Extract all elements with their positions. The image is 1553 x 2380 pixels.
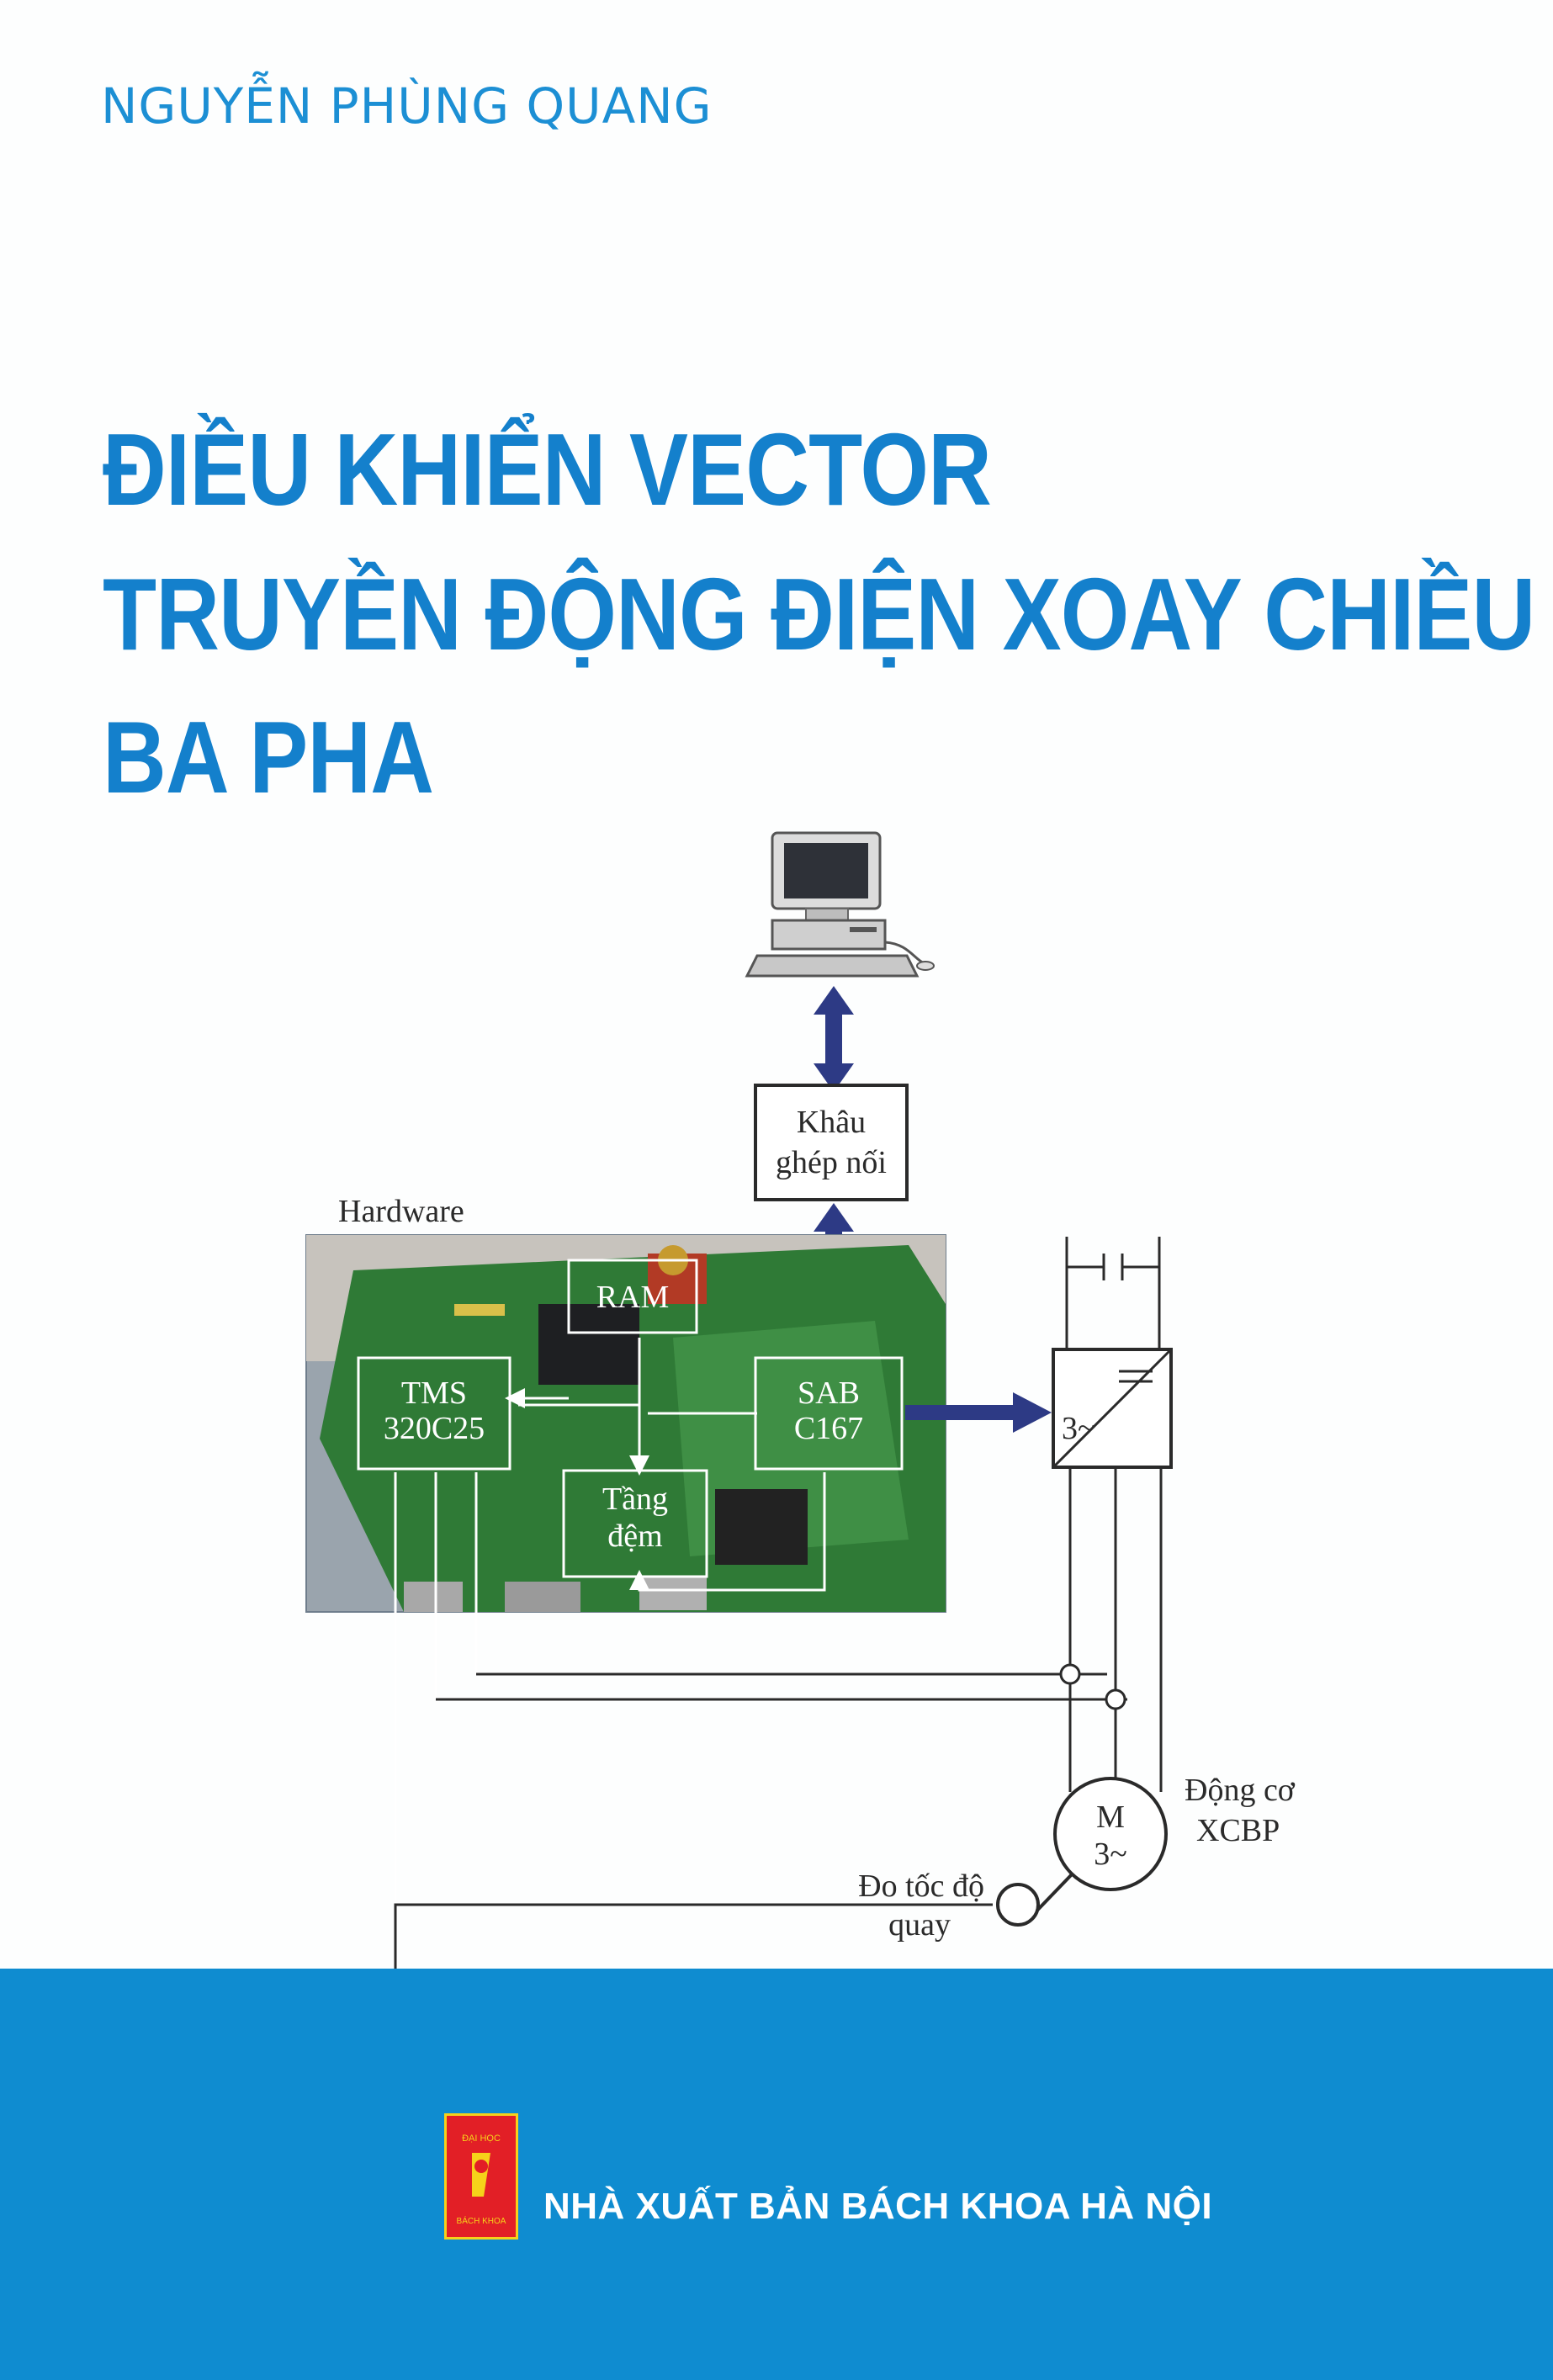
interface-label-2: ghép nối <box>776 1145 887 1180</box>
sab-box: SAB C167 <box>754 1356 904 1471</box>
sab-label-1: SAB <box>798 1376 860 1411</box>
buffer-label-2: đệm <box>607 1519 662 1554</box>
motor-symbol: M 3~ Động cơ XCBP <box>1053 1773 1296 1891</box>
inverter-label: 3~ <box>1062 1411 1095 1446</box>
arrow-computer-interface <box>814 986 854 1092</box>
publisher-band <box>0 1969 1553 2380</box>
control-system-diagram: Khâu ghép nối Hardware <box>305 831 1296 1977</box>
motor-caption-2: XCBP <box>1196 1813 1280 1848</box>
publisher-name: NHÀ XUẤT BẢN BÁCH KHOA HÀ NỘI <box>543 2186 1213 2227</box>
tms-box: TMS 320C25 <box>357 1356 511 1471</box>
computer-icon <box>745 831 935 978</box>
capacitor-symbol <box>1065 1237 1161 1349</box>
author-name: NGUYỄN PHÙNG QUANG <box>101 77 713 135</box>
motor-caption-1: Động cơ <box>1185 1773 1296 1808</box>
arrow-sab-inverter <box>905 1392 1052 1433</box>
tms-label-1: TMS <box>401 1376 467 1411</box>
phase-lines <box>394 1467 1163 1977</box>
internal-bus-arrows <box>394 1338 826 1977</box>
ram-label: RAM <box>596 1280 670 1315</box>
motor-label-2: 3~ <box>1094 1837 1127 1872</box>
logo-text-bottom: BÁCH KHOA <box>457 2215 506 2226</box>
encoder-label-2: quay <box>888 1907 951 1943</box>
title-line-2: TRUYỀN ĐỘNG ĐIỆN XOAY CHIỀU <box>103 557 1535 671</box>
encoder-label-1: Đo tốc độ <box>858 1868 984 1904</box>
interface-box: Khâu ghép nối <box>754 1084 909 1201</box>
inverter-symbol: 3~ <box>1052 1348 1173 1469</box>
buffer-label-1: Tầng <box>602 1482 668 1517</box>
publisher-logo: ĐẠI HỌC BÁCH KHOA <box>444 2113 518 2240</box>
title-line-1: ĐIỀU KHIỂN VECTOR <box>103 412 992 527</box>
motor-label-1: M <box>1096 1800 1125 1835</box>
ram-box: RAM <box>567 1259 698 1334</box>
title-line-3: BA PHA <box>103 700 434 814</box>
tms-label-2: 320C25 <box>384 1411 485 1446</box>
sab-label-2: C167 <box>794 1411 863 1446</box>
encoder-symbol: Đo tốc độ quay <box>858 1868 1073 1943</box>
hardware-label: Hardware <box>338 1194 464 1229</box>
interface-label-1: Khâu <box>797 1105 866 1140</box>
logo-text-top: ĐẠI HỌC <box>462 2134 501 2144</box>
current-sensors <box>1059 1663 1126 1710</box>
